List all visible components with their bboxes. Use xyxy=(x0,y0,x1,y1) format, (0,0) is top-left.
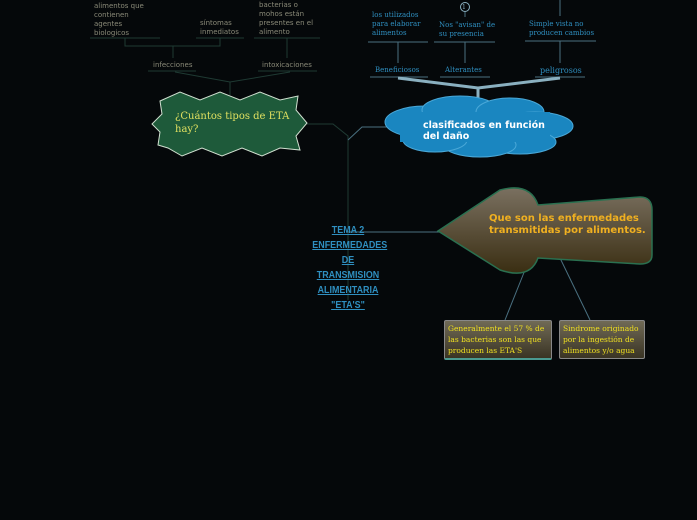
cloud-shape xyxy=(384,95,574,158)
branch-alterantes[interactable]: Alterantes xyxy=(445,66,482,74)
marker-circle xyxy=(460,2,470,12)
branch-peligrosos[interactable]: peligrosos xyxy=(540,66,582,75)
marker-number[interactable]: 1 xyxy=(462,4,466,11)
leaf-biologicos: alimentos que contienen agentes biologic… xyxy=(94,2,144,37)
cloud-label[interactable]: clasificados en función del daño xyxy=(423,120,545,142)
arrow-shape xyxy=(436,187,653,274)
leaf-avisan: Nos "avisan" de su presencia xyxy=(439,21,496,38)
arrow-label[interactable]: Que son las enfermedades transmitidas po… xyxy=(489,213,646,236)
branch-infecciones[interactable]: infecciones xyxy=(153,61,193,69)
central-topic[interactable]: TEMA 2 ENFERMEDADES DE TRANSMISION ALIME… xyxy=(312,224,388,311)
branch-intoxicaciones[interactable]: intoxicaciones xyxy=(262,61,312,69)
branch-beneficiosos[interactable]: Beneficiosos xyxy=(375,66,420,74)
box-bacterias[interactable]: Generalmente el 57 % de las bacterias so… xyxy=(444,320,552,360)
question-label[interactable]: ¿Cuántos tipos de ETA hay? xyxy=(175,111,290,135)
leaf-sintomas: síntomas inmediatos xyxy=(200,19,239,36)
question-starburst xyxy=(151,91,308,157)
box-sindrome[interactable]: Sindrome originado por la ingestión de a… xyxy=(559,320,645,359)
leaf-utilizados: los utilizados para elaborar alimentos xyxy=(372,11,421,37)
leaf-simple-vista: Simple vista no producen cambios xyxy=(529,20,595,37)
leaf-bacterias: bacterias o mohos están presentes en el … xyxy=(259,1,314,36)
